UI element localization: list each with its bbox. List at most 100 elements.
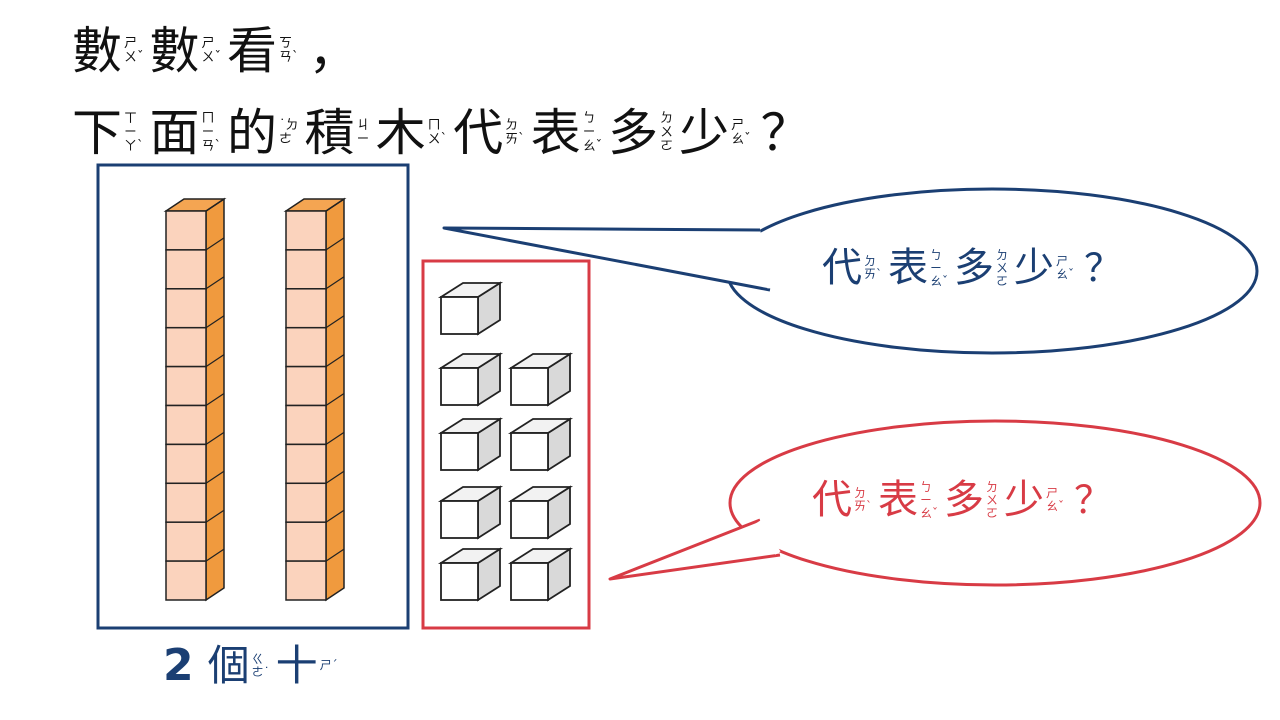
punctuation: ， bbox=[308, 22, 359, 80]
zhuyin-annotation: ㄐㄧ bbox=[357, 119, 370, 147]
char-with-zhuyin: 數ㄕㄨˇ bbox=[150, 26, 222, 76]
rod-cube bbox=[285, 521, 327, 562]
char-with-zhuyin: 下ㄒㄧㄚˋ bbox=[72, 108, 144, 158]
zhuyin-symbol: ㄛ bbox=[986, 505, 999, 520]
zhuyin-symbol: ㄛ bbox=[660, 139, 674, 154]
zhuyin-symbol: ㄉ bbox=[996, 247, 1009, 262]
unit-cube bbox=[437, 352, 504, 407]
unit-cube bbox=[507, 485, 574, 540]
zhuyin-annotation: ㄇㄧㄢˋ bbox=[202, 112, 222, 154]
zhuyin-annotation: ㄉㄨㄛ bbox=[986, 480, 999, 520]
han-character: 多 bbox=[954, 245, 995, 291]
red-speech-bubble bbox=[608, 419, 1262, 587]
char-with-zhuyin: 十ㄕˊ bbox=[275, 640, 338, 690]
zhuyin-symbol: ㄕ bbox=[124, 36, 138, 51]
punctuation: ？ bbox=[1084, 246, 1123, 290]
rod-cube bbox=[165, 365, 207, 407]
han-character: 少 bbox=[1014, 245, 1055, 291]
rod-cube bbox=[165, 249, 207, 290]
zhuyin-annotation: ㄉㄨㄛ bbox=[660, 112, 673, 154]
rod-cube bbox=[285, 365, 327, 407]
zhuyin-symbol: ㄧ bbox=[201, 125, 215, 140]
zhuyin-symbol: ㄨˋ bbox=[427, 132, 448, 147]
rod-cube bbox=[285, 560, 327, 601]
unit-cube bbox=[437, 547, 504, 602]
zhuyin-symbol: ㄧ bbox=[920, 492, 933, 507]
char-with-zhuyin: 多ㄉㄨㄛ bbox=[608, 108, 673, 158]
zhuyin-symbol: ㄨˇ bbox=[201, 50, 222, 65]
zhuyin-symbol: ㄉ bbox=[660, 111, 674, 126]
ones-frame bbox=[421, 259, 591, 630]
punctuation: ？ bbox=[1074, 478, 1113, 522]
zhuyin-annotation: ㄅㄧㄠˇ bbox=[583, 112, 603, 154]
zhuyin-annotation: ㄕˊ bbox=[320, 659, 338, 672]
zhuyin-annotation: ˙ㄉㄜ bbox=[279, 119, 299, 147]
han-character: 個 bbox=[207, 640, 250, 690]
char-with-zhuyin: 表ㄅㄧㄠˇ bbox=[888, 248, 948, 288]
han-character: 下 bbox=[72, 104, 122, 162]
zhuyin-symbol: ㄧ bbox=[356, 132, 370, 147]
zhuyin-symbol: ㄞˋ bbox=[854, 499, 873, 513]
zhuyin-annotation: ㄕㄨˇ bbox=[202, 37, 222, 65]
zhuyin-annotation: ㄕㄠˇ bbox=[1056, 255, 1074, 281]
zhuyin-symbol: ㄠˇ bbox=[930, 273, 949, 288]
unit-cube bbox=[437, 417, 504, 472]
zhuyin-symbol: ㄉ bbox=[864, 254, 877, 268]
han-character: 十 bbox=[275, 640, 318, 690]
rod-cube bbox=[285, 288, 327, 329]
zhuyin-symbol: ㄅ bbox=[930, 247, 943, 262]
zhuyin-annotation: ㄉㄨㄛ bbox=[996, 247, 1009, 288]
rod-cube bbox=[165, 404, 207, 446]
char-with-zhuyin: 少ㄕㄠˇ bbox=[679, 108, 751, 158]
char-with-zhuyin: 多ㄉㄨㄛ bbox=[954, 248, 1008, 288]
tens-caption: 2 個ㄍㄜ˙十ㄕˊ bbox=[163, 640, 344, 691]
han-character: 少 bbox=[1004, 477, 1045, 523]
zhuyin-annotation: ㄕㄠˇ bbox=[1046, 487, 1064, 513]
han-character: 代 bbox=[812, 477, 852, 523]
rod-cube bbox=[285, 326, 327, 368]
zhuyin-annotation: ㄉㄞˋ bbox=[864, 255, 882, 281]
unit-cube bbox=[507, 547, 574, 602]
char-with-zhuyin: 表ㄅㄧㄠˇ bbox=[878, 480, 938, 520]
char-with-zhuyin: 代ㄉㄞˋ bbox=[812, 480, 872, 520]
han-character: 多 bbox=[608, 104, 659, 162]
han-character: 表 bbox=[530, 104, 581, 162]
zhuyin-annotation: ㄒㄧㄚˋ bbox=[124, 112, 144, 154]
zhuyin-symbol: ㄉ bbox=[854, 486, 867, 500]
zhuyin-symbol: ㄛ bbox=[996, 273, 1009, 288]
rod-cube bbox=[165, 482, 207, 523]
char-with-zhuyin: 少ㄕㄠˇ bbox=[1014, 248, 1074, 288]
zhuyin-symbol: ㄕ bbox=[731, 118, 745, 133]
zhuyin-symbol: ㄠˇ bbox=[1046, 499, 1065, 513]
zhuyin-symbol: ㄨ bbox=[986, 492, 999, 507]
zhuyin-symbol: ㄧ bbox=[582, 125, 596, 140]
han-character: 多 bbox=[944, 477, 985, 523]
zhuyin-symbol: ㄚˋ bbox=[124, 139, 144, 154]
zhuyin-symbol: ㄐ bbox=[356, 118, 370, 133]
zhuyin-symbol: ㄨ bbox=[996, 260, 1009, 275]
rod-cube bbox=[165, 560, 207, 601]
zhuyin-symbol: ㄞˋ bbox=[505, 132, 525, 147]
rod-cube bbox=[165, 521, 207, 562]
zhuyin-symbol: ㄕˊ bbox=[319, 658, 338, 672]
char-with-zhuyin: 多ㄉㄨㄛ bbox=[944, 480, 998, 520]
zhuyin-annotation: ㄇㄨˋ bbox=[428, 119, 448, 147]
char-with-zhuyin: 面ㄇㄧㄢˋ bbox=[150, 108, 222, 158]
zhuyin-annotation: ㄕㄠˇ bbox=[731, 119, 751, 147]
han-character: 積 bbox=[304, 104, 355, 162]
ten-rod bbox=[283, 197, 347, 602]
zhuyin-symbol: ㄉ bbox=[505, 118, 519, 133]
han-character: 數 bbox=[149, 22, 200, 80]
char-with-zhuyin: 的˙ㄉㄜ bbox=[227, 108, 299, 158]
char-with-zhuyin: 木ㄇㄨˋ bbox=[376, 108, 448, 158]
ten-rod bbox=[163, 197, 227, 602]
caption-number: 2 bbox=[163, 640, 194, 691]
zhuyin-symbol: ㄅ bbox=[920, 479, 933, 494]
zhuyin-symbol: ㄠˇ bbox=[920, 505, 939, 520]
zhuyin-symbol: ㄠˇ bbox=[1056, 267, 1075, 281]
zhuyin-annotation: ㄉㄞˋ bbox=[854, 487, 872, 513]
han-character: 面 bbox=[149, 104, 200, 162]
